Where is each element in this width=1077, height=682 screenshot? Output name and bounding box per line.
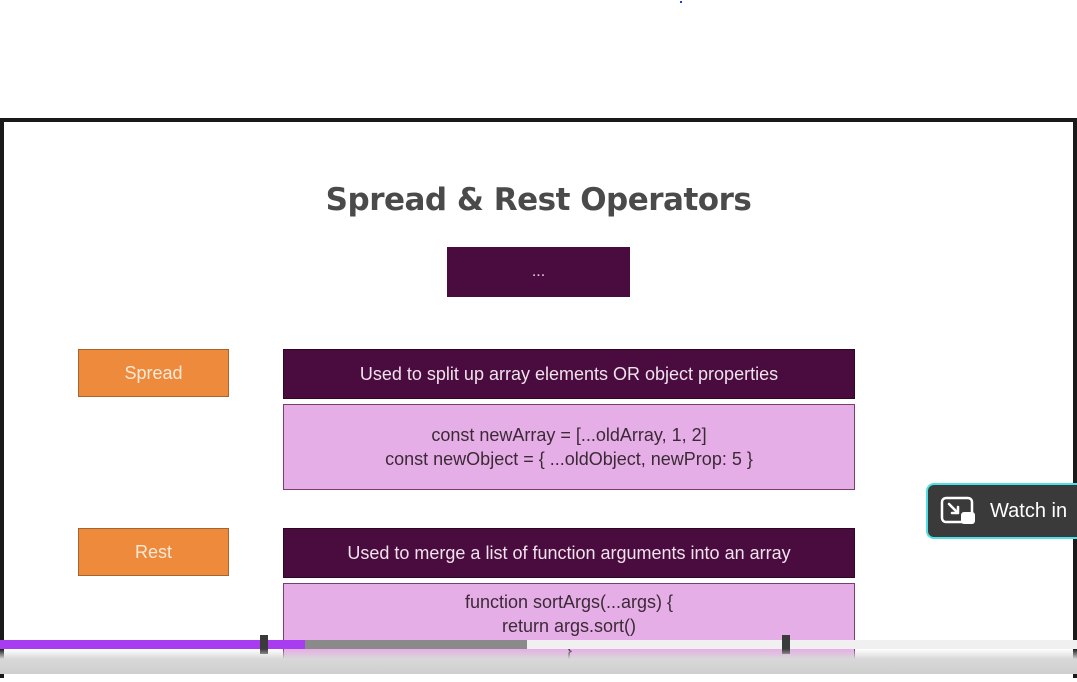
chapter-marker[interactable]	[260, 635, 268, 654]
watch-in-window-button[interactable]: Watch in	[926, 483, 1077, 539]
picture-in-picture-icon	[940, 496, 976, 526]
chapter-marker[interactable]	[782, 635, 790, 654]
spread-label: Spread	[78, 349, 229, 397]
rest-label: Rest	[78, 528, 229, 576]
code-line: function sortArgs(...args) {	[464, 592, 674, 612]
slide: Spread & Rest Operators ... Spread Used …	[4, 122, 1073, 682]
stray-dot	[680, 1, 682, 3]
player-controls	[0, 649, 1077, 674]
watch-button-label: Watch in	[990, 499, 1068, 522]
spread-code-box: const newArray = [...oldArray, 1, 2] con…	[283, 404, 855, 490]
code-line: const newObject = { ...oldObject, newPro…	[385, 449, 753, 469]
progress-played	[0, 640, 305, 649]
rest-description: Used to merge a list of function argumen…	[283, 528, 855, 578]
code-line: const newArray = [...oldArray, 1, 2]	[431, 425, 707, 445]
spread-description: Used to split up array elements OR objec…	[283, 349, 855, 399]
progress-bar[interactable]	[0, 635, 1077, 654]
code-line: return args.sort()	[501, 616, 637, 636]
slide-title: Spread & Rest Operators	[325, 182, 752, 218]
video-player[interactable]: Spread & Rest Operators ... Spread Used …	[0, 118, 1077, 682]
operator-box: ...	[447, 247, 630, 297]
